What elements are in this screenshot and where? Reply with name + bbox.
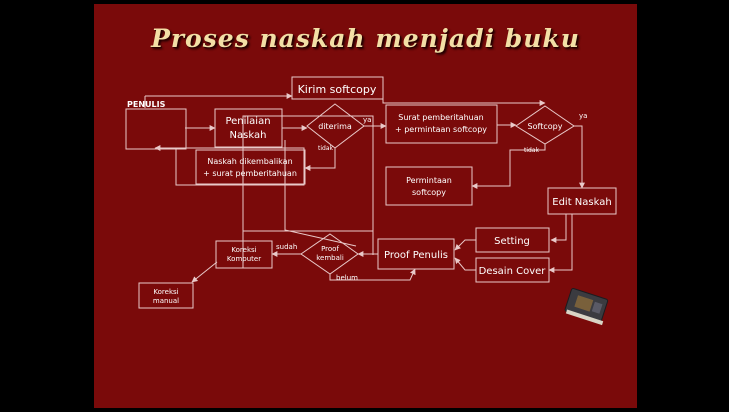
slide-title: Proses naskah menjadi buku: [151, 24, 580, 53]
setting-label: Setting: [494, 236, 530, 247]
edge-edit-setting: [550, 214, 567, 243]
koreksi-komputer-label-1: Koreksi: [231, 246, 256, 254]
edge-softcopy-permintaan: [471, 144, 546, 189]
proof-kembali-label-1: Proof: [321, 245, 339, 253]
koreksi-manual-label-1: Koreksi: [153, 288, 178, 296]
edge-kirim-softcopy: [382, 98, 546, 106]
surat-label-2: + permintaan softcopy: [395, 125, 487, 134]
koreksi-manual-label-2: manual: [153, 297, 179, 305]
surat-label-1: Surat pemberitahuan: [398, 113, 483, 122]
node-softcopy: Softcopy: [515, 105, 575, 145]
overlap-line-2: [284, 140, 357, 247]
permintaan-label-1: Permintaan: [406, 176, 452, 185]
edge-label-tidak-softcopy: tidak: [524, 147, 540, 154]
connectors: [144, 93, 585, 283]
edge-diterima-dikembalikan: [304, 148, 336, 171]
edge-softcopy-edit: [574, 125, 585, 189]
node-proof-penulis: Proof Penulis: [377, 238, 455, 270]
edge-koreksi-manual: [191, 261, 218, 283]
edit-naskah-label: Edit Naskah: [552, 197, 611, 208]
node-penilaian-naskah: Penilaian Naskah: [214, 108, 283, 148]
slide: [94, 4, 637, 408]
edge-label-ya-softcopy: ya: [579, 112, 587, 120]
edge-label-belum: belum: [336, 274, 358, 282]
node-naskah-dikembalikan: Naskah dikembalikan + surat pemberitahua…: [195, 149, 306, 185]
edge-setting-proof: [454, 239, 476, 251]
proof-penulis-label: Proof Penulis: [384, 250, 448, 261]
node-koreksi-manual: Koreksi manual: [138, 282, 194, 309]
dikembalikan-label-1: Naskah dikembalikan: [207, 157, 292, 166]
node-koreksi-komputer: Koreksi Komputer: [215, 240, 273, 269]
penilaian-label-2: Naskah: [230, 130, 267, 141]
penilaian-label-1: Penilaian: [225, 116, 270, 127]
node-edit-naskah: Edit Naskah: [547, 187, 617, 215]
edge-desain-proof: [454, 257, 476, 271]
edge-label-sudah: sudah: [276, 243, 297, 251]
penulis-label: PENULIS: [127, 100, 166, 109]
diterima-label: diterima: [318, 122, 352, 131]
node-proof-kembali: Proof kembali: [300, 233, 359, 275]
softcopy-label: Softcopy: [528, 122, 563, 131]
edge-edit-desain: [548, 214, 573, 273]
edge-label-tidak-diterima: tidak: [318, 145, 334, 152]
node-setting: Setting: [475, 227, 550, 253]
node-penulis: [125, 108, 187, 150]
book-icon: [564, 288, 609, 326]
node-diterima: diterima: [306, 103, 365, 149]
permintaan-label-2: softcopy: [412, 188, 446, 197]
proof-kembali-label-2: kembali: [316, 254, 344, 262]
dikembalikan-label-2: + surat pemberitahuan: [203, 169, 297, 178]
node-permintaan-softcopy: Permintaan softcopy: [385, 166, 473, 206]
koreksi-komputer-label-2: Komputer: [227, 255, 261, 263]
node-desain-cover: Desain Cover: [475, 257, 550, 283]
overlap-frame-1: [175, 147, 305, 186]
edge-belum-loop: [329, 268, 416, 281]
node-kirim-softcopy: Kirim softcopy: [291, 76, 384, 100]
desain-cover-label: Desain Cover: [479, 266, 547, 277]
node-surat-pemberitahuan: Surat pemberitahuan + permintaan softcop…: [385, 104, 498, 144]
kirim-softcopy-label: Kirim softcopy: [298, 83, 377, 96]
edge-label-ya-diterima: ya: [363, 116, 371, 124]
overlap-frame-2: [242, 115, 374, 232]
